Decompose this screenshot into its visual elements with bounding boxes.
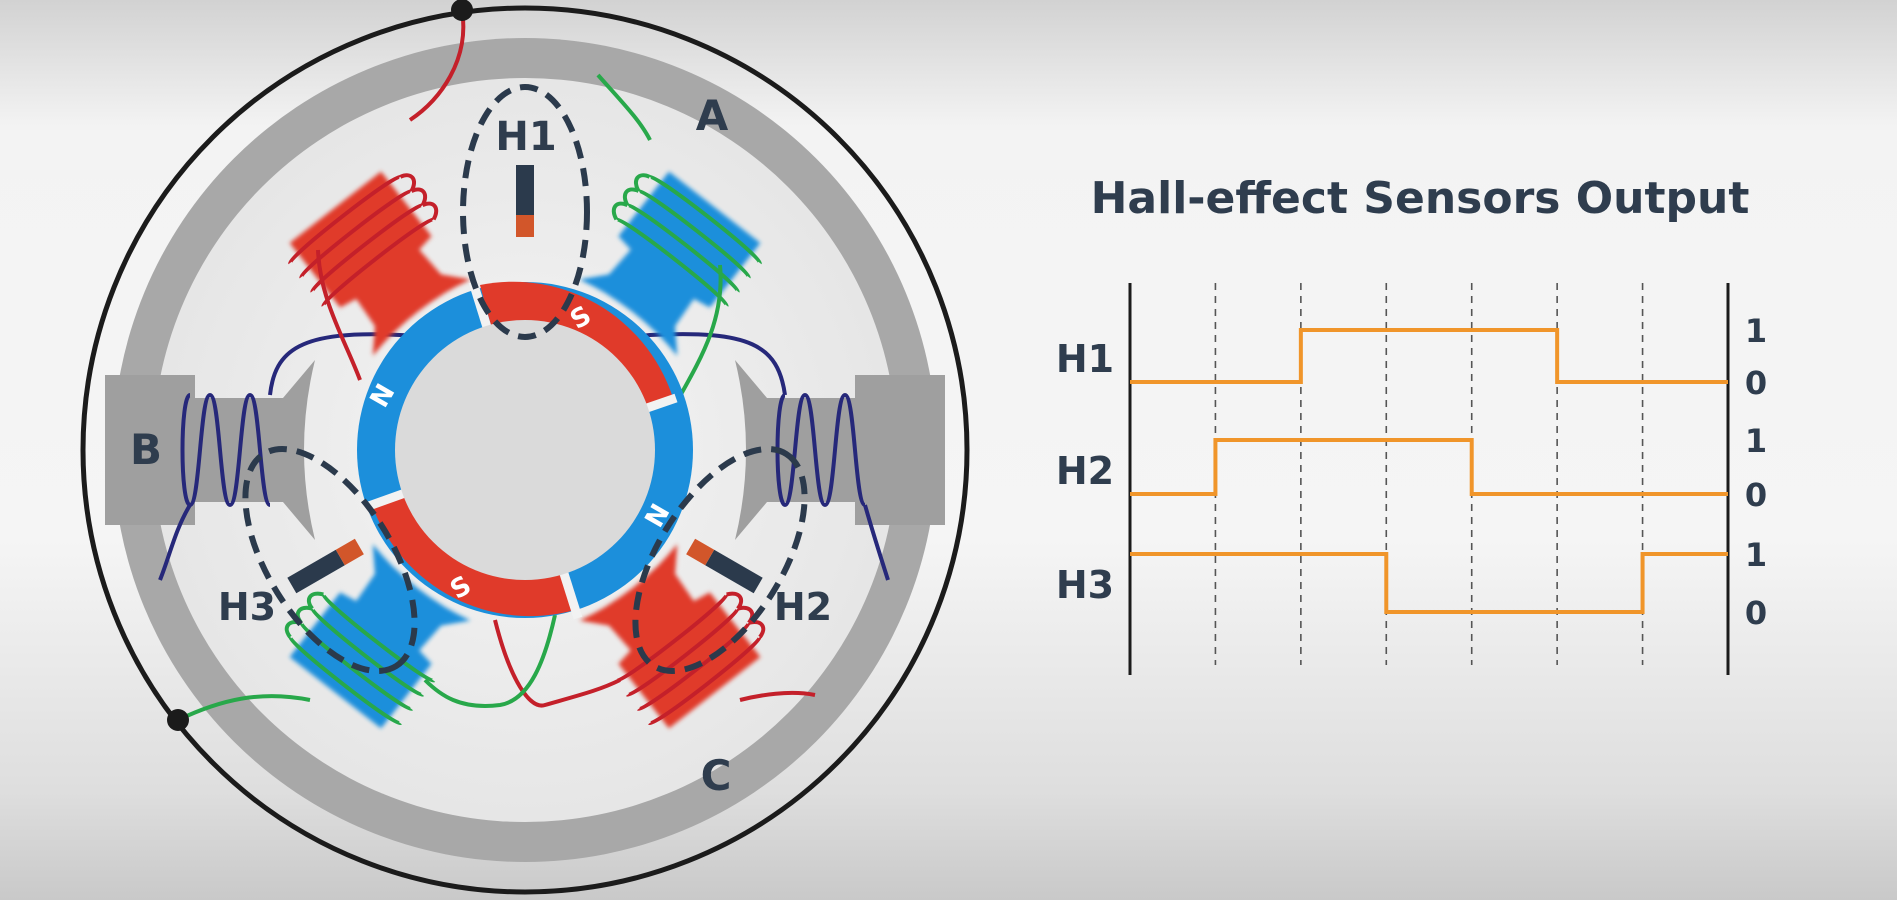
series-label-h3: H3 [1056, 563, 1114, 607]
motor: N N S S [80, 0, 970, 895]
terminal-dot-top [451, 0, 473, 21]
level-label-high-h2: 1 [1745, 422, 1767, 460]
chart-series [1130, 328, 1728, 614]
hall-sensor-h2 [632, 446, 808, 674]
series-label-h2: H2 [1056, 449, 1114, 493]
rotor-core [395, 320, 655, 580]
phase-label-b: B [130, 425, 162, 474]
level-label-low-h2: 0 [1745, 476, 1767, 514]
rotor [357, 280, 693, 620]
level-label-low-h1: 0 [1745, 364, 1767, 402]
phase-b-poles [105, 332, 945, 581]
chart-title: Hall-effect Sensors Output [1091, 173, 1750, 224]
phase-label-a: A [696, 91, 729, 140]
hall-sensor-h3 [242, 446, 418, 674]
chart-level-labels: 1 0 1 0 1 0 [1745, 312, 1767, 632]
phase-label-c: C [701, 751, 732, 800]
housing-outline [80, 5, 970, 895]
hall-sensor-h1 [460, 84, 590, 340]
sensor-label-h2: H2 [774, 585, 832, 629]
level-label-low-h3: 0 [1745, 594, 1767, 632]
hall-sensors [242, 84, 808, 674]
series-line-h3 [1130, 552, 1728, 614]
series-label-h1: H1 [1056, 337, 1114, 381]
sensor-label-h1: H1 [495, 114, 556, 160]
series-line-h2 [1130, 438, 1728, 496]
level-label-high-h1: 1 [1745, 312, 1767, 350]
chart-gridlines [1214, 283, 1644, 665]
series-line-h1 [1130, 328, 1728, 384]
level-label-high-h3: 1 [1745, 536, 1767, 574]
sensor-label-h3: H3 [218, 585, 276, 629]
wires [177, 9, 816, 722]
terminal-dot-bottom [167, 709, 189, 731]
